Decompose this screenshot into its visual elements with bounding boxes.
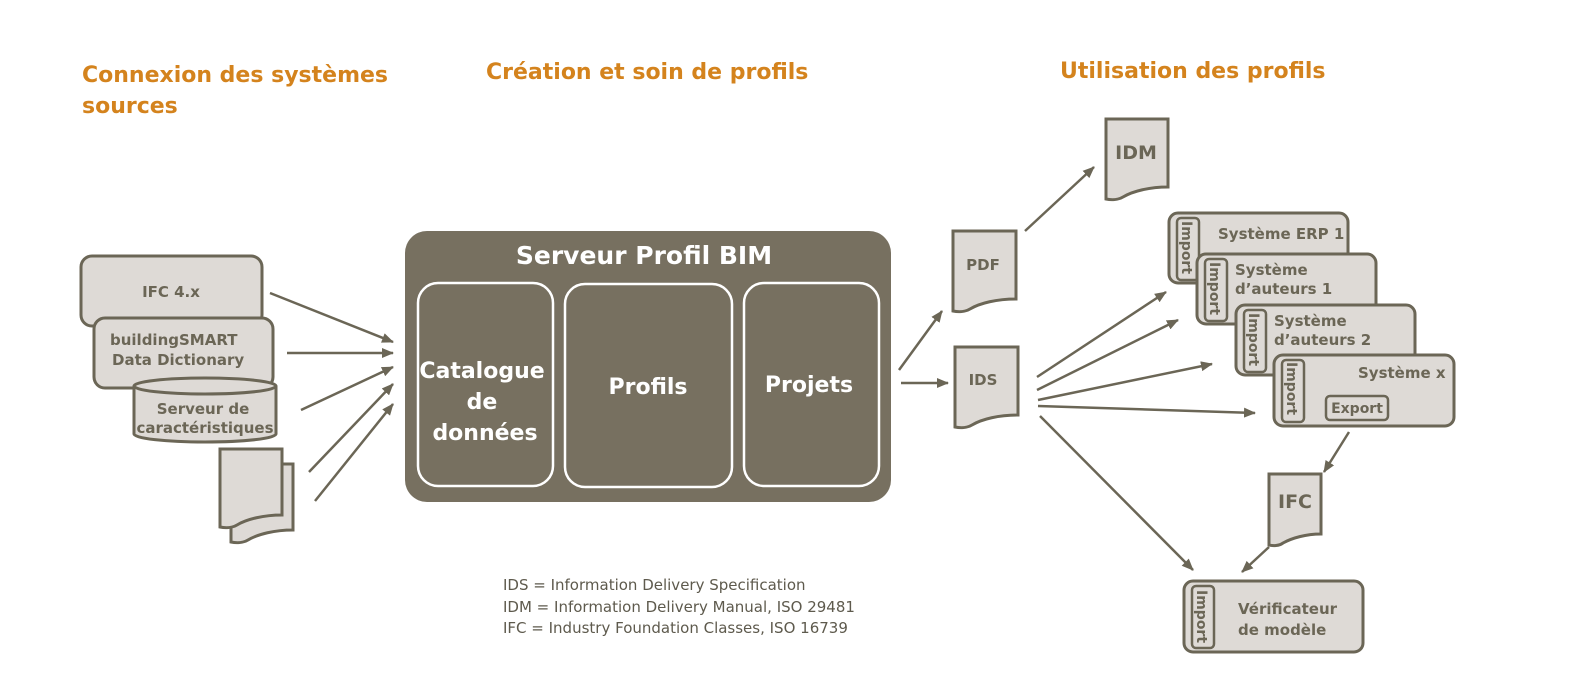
- legend: IDS = Information Delivery Specification…: [503, 575, 855, 640]
- model-checker-label-line1: Vérificateur: [1238, 600, 1338, 618]
- doc-ids-label: IDS: [969, 371, 998, 389]
- system-auteurs2-label-line2: d’auteurs 2: [1274, 331, 1371, 349]
- heading-utilisation: Utilisation des profils: [1060, 59, 1326, 84]
- model-checker: Import Vérificateur de modèle: [1182, 579, 1365, 654]
- server-title: Serveur Profil BIM: [516, 241, 772, 270]
- source-bsdd: buildingSMART Data Dictionary: [92, 316, 275, 390]
- profils-box: Profils: [563, 282, 734, 489]
- import-tag-verificateur: Import: [1193, 590, 1209, 643]
- export-tag: Export: [1331, 401, 1383, 417]
- legend-ifc: IFC = Industry Foundation Classes, ISO 1…: [503, 619, 848, 637]
- system-auteurs1-label-line2: d’auteurs 1: [1235, 280, 1332, 298]
- system-auteurs1-label-line1: Système: [1235, 261, 1308, 279]
- system-auteurs2-label-line1: Système: [1274, 312, 1347, 330]
- catalogue-label-line1: Catalogue: [419, 359, 544, 384]
- server-profil-bim: Serveur Profil BIM Catalogue de données …: [405, 231, 891, 502]
- source-ifc4x: IFC 4.x: [79, 254, 264, 328]
- profils-label: Profils: [608, 375, 687, 400]
- import-tag-auteurs2: Import: [1245, 313, 1261, 366]
- source-arrows: [269, 291, 394, 502]
- system-x-label: Système x: [1358, 364, 1446, 382]
- doc-ids: IDS: [953, 345, 1020, 430]
- heading-creation: Création et soin de profils: [486, 60, 809, 85]
- legend-idm: IDM = Information Delivery Manual, ISO 2…: [503, 597, 855, 616]
- system-erp1-label: Système ERP 1: [1218, 225, 1344, 243]
- source-bsdd-label-line1: buildingSMART: [110, 331, 238, 349]
- import-tag-auteurs1: Import: [1206, 262, 1222, 315]
- source-server-label-line2: caractéristiques: [136, 419, 273, 437]
- catalogue-label-line3: données: [432, 421, 537, 446]
- source-ifc4x-label: IFC 4.x: [142, 283, 200, 301]
- doc-idm-label: IDM: [1115, 142, 1157, 164]
- doc-pdf: PDF: [951, 229, 1018, 314]
- import-tag-systemx: Import: [1283, 362, 1299, 415]
- projets-box: Projets: [742, 281, 881, 488]
- system-x: Import Système x Export: [1272, 353, 1456, 428]
- projets-label: Projets: [765, 373, 853, 398]
- doc-ifc-label: IFC: [1278, 491, 1312, 513]
- heading-sources-line2: sources: [82, 94, 178, 119]
- doc-pdf-label: PDF: [966, 256, 1000, 274]
- legend-ids: IDS = Information Delivery Specification: [503, 576, 806, 594]
- catalogue-label-line2: de: [467, 390, 498, 415]
- import-tag-erp1: Import: [1178, 221, 1194, 274]
- heading-sources-line1: Connexion des systèmes: [82, 63, 389, 88]
- catalogue-box: Catalogue de données: [416, 281, 555, 488]
- source-server-label-line1: Serveur de: [157, 400, 250, 418]
- source-bsdd-label-line2: Data Dictionary: [112, 351, 244, 369]
- heading-sources: Connexion des systèmes sources: [82, 60, 388, 122]
- doc-ifc: IFC: [1267, 472, 1323, 548]
- source-documents-icon: [218, 447, 295, 545]
- output-arrows: [897, 166, 1351, 573]
- model-checker-label-line2: de modèle: [1238, 621, 1326, 639]
- source-feature-server: Serveur de caractéristiques: [132, 376, 278, 444]
- doc-idm: IDM: [1104, 117, 1170, 202]
